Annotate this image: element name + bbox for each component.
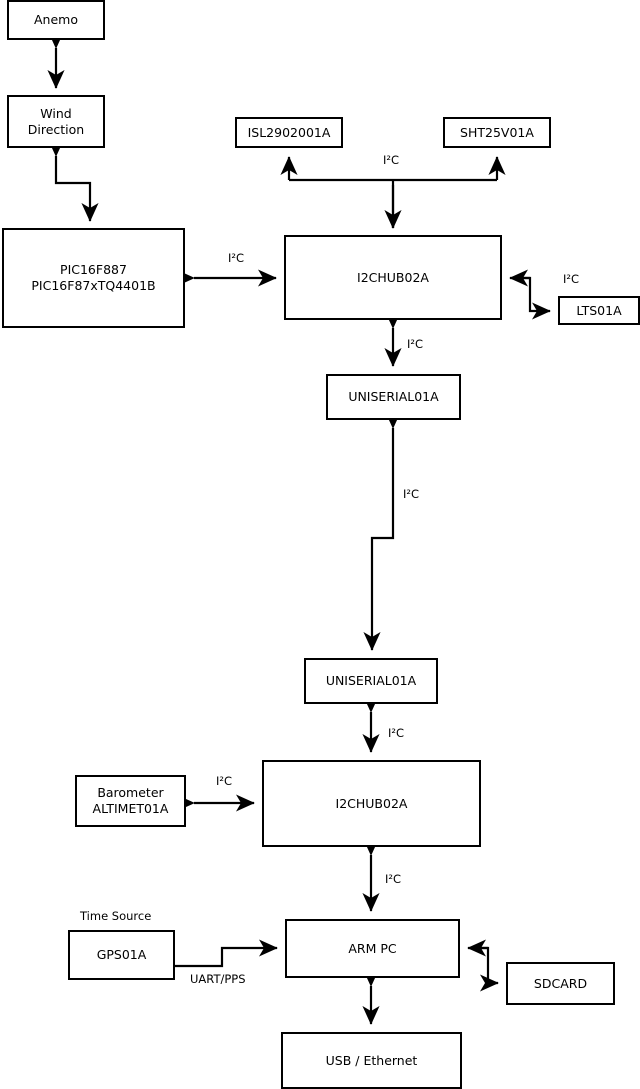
edge-label-i2c-barometer: I²C [216, 774, 233, 788]
node-sdcard[interactable]: SDCARD [506, 962, 615, 1005]
conn-uni-uni [363, 409, 402, 651]
node-pic-mcu-label: PIC16F887 PIC16F87xTQ4401B [31, 262, 156, 293]
node-wind-direction[interactable]: Wind Direction [7, 95, 105, 148]
node-pic-mcu[interactable]: PIC16F887 PIC16F87xTQ4401B [2, 228, 185, 328]
edge-label-i2c-pic-hub: I²C [228, 251, 245, 265]
edge-label-uart-pps: UART/PPS [190, 972, 246, 986]
edge-label-i2c-uniserial-hub: I²C [388, 726, 405, 740]
node-barometer-altimet01a[interactable]: Barometer ALTIMET01A [75, 775, 186, 827]
node-usb-ethernet[interactable]: USB / Ethernet [281, 1032, 462, 1089]
node-anemo[interactable]: Anemo [7, 0, 105, 40]
node-isl2902001a-label: ISL2902001A [247, 124, 331, 140]
node-sdcard-label: SDCARD [533, 975, 588, 991]
node-i2chub02a-top[interactable]: I2CHUB02A [284, 235, 502, 320]
conn-hub-lts [509, 269, 551, 320]
node-isl2902001a[interactable]: ISL2902001A [235, 117, 343, 148]
node-uniserial01a-lower[interactable]: UNISERIAL01A [304, 658, 438, 704]
node-sht25v01a[interactable]: SHT25V01A [443, 117, 551, 148]
node-uniserial01a-lower-label: UNISERIAL01A [325, 673, 417, 689]
node-i2chub02a-bottom-label: I2CHUB02A [335, 795, 408, 811]
node-lts01a[interactable]: LTS01A [558, 296, 640, 325]
edge-label-i2c-lts: I²C [563, 272, 580, 286]
node-gps01a-label: GPS01A [96, 947, 147, 963]
edge-label-i2c-hub-uniserial: I²C [407, 337, 424, 351]
conn-hub-isl-sht [280, 156, 506, 229]
node-arm-pc-label: ARM PC [348, 940, 397, 956]
node-lts01a-label: LTS01A [576, 302, 622, 318]
edge-label-i2c-hub-arm: I²C [385, 872, 402, 886]
node-usb-ethernet-label: USB / Ethernet [325, 1052, 418, 1068]
label-time-source: Time Source [80, 909, 152, 923]
edge-label-i2c-uniserial-link: I²C [403, 487, 420, 501]
conn-wind-pic [47, 137, 99, 222]
node-gps01a[interactable]: GPS01A [68, 930, 175, 980]
node-barometer-altimet01a-label: Barometer ALTIMET01A [92, 785, 169, 816]
node-i2chub02a-bottom[interactable]: I2CHUB02A [262, 760, 481, 847]
node-i2chub02a-top-label: I2CHUB02A [357, 269, 429, 285]
conn-gps-arm [175, 939, 278, 968]
node-uniserial01a-upper[interactable]: UNISERIAL01A [326, 374, 461, 420]
conn-arm-sdcard [467, 939, 499, 992]
node-arm-pc[interactable]: ARM PC [285, 919, 460, 978]
node-sht25v01a-label: SHT25V01A [460, 124, 534, 140]
node-wind-direction-label: Wind Direction [27, 105, 85, 137]
node-uniserial01a-upper-label: UNISERIAL01A [348, 389, 439, 405]
node-anemo-label: Anemo [34, 12, 78, 28]
edge-label-i2c-top-bus: I²C [383, 153, 400, 167]
